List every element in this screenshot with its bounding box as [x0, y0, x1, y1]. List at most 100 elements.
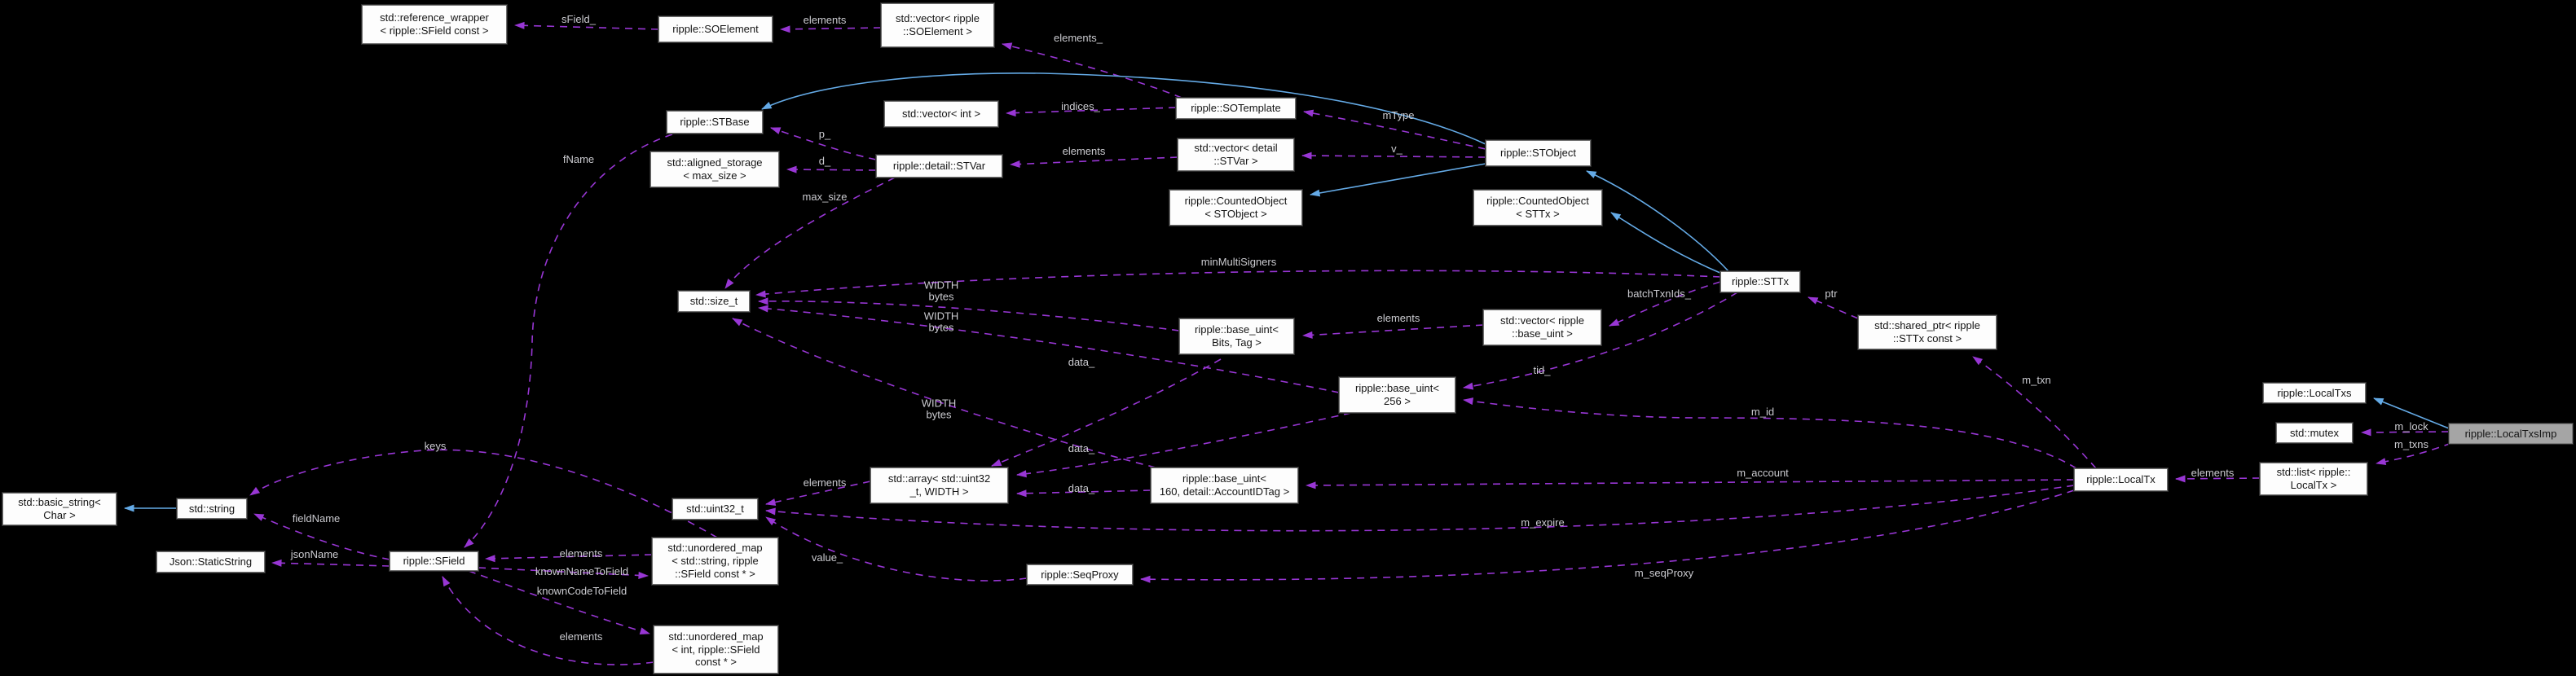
edge-label-ptr: ptr — [1825, 288, 1838, 301]
edge-label-p_: p_ — [818, 128, 831, 141]
edge-m_txn — [1972, 356, 2097, 469]
edge-label-m_expire: m_expire — [1521, 516, 1565, 529]
edge-label-elements-array: elements — [803, 476, 847, 489]
edge-label-widthbytes-2: WIDTH bytes — [923, 309, 959, 333]
edge-elements-vecbu — [1302, 324, 1484, 339]
node-staticstring[interactable]: Json::StaticString — [156, 551, 265, 573]
edge-v_ — [1301, 151, 1486, 160]
edge-label-knowncodetofield: knownCodeToField — [536, 585, 627, 598]
node-sttx[interactable]: ripple::STTx — [1720, 271, 1800, 292]
edge-label-elements-mapint: elements — [559, 630, 603, 643]
edge-data_2 — [1016, 412, 1352, 478]
edge-knownnametofield — [478, 567, 649, 579]
edge-label-knownnametofield: knownNameToField — [535, 565, 629, 578]
edge-label-elements-mapstr: elements — [559, 547, 603, 560]
node-sotemplate[interactable]: ripple::SOTemplate — [1176, 98, 1296, 119]
node-array-uint32[interactable]: std::array< std::uint32 _t, WIDTH > — [870, 467, 1008, 503]
edge-label-batchtxnids_: batchTxnIds_ — [1627, 288, 1692, 301]
edge-ptr — [1808, 296, 1859, 319]
edge-label-elements-vecso: elements — [803, 14, 847, 27]
edge-label-elements-vecstvar: elements — [1062, 145, 1106, 158]
edge-elements-list — [2175, 475, 2261, 483]
edge-label-max_size: max_size — [802, 191, 848, 204]
node-countedobject-sttx[interactable]: ripple::CountedObject < STTx > — [1473, 190, 1602, 226]
edge-label-indices_: indices_ — [1061, 100, 1100, 113]
node-localtxsimp[interactable]: ripple::LocalTxsImp — [2449, 424, 2573, 444]
edge-label-keys: keys — [424, 440, 447, 453]
edge-label-fieldname: fieldName — [292, 512, 341, 525]
edge-d_ — [786, 165, 877, 173]
node-countedobject-stobject[interactable]: ripple::CountedObject < STObject > — [1169, 190, 1302, 226]
edge-label-tid_: tid_ — [1533, 364, 1551, 377]
edge-data_1 — [991, 358, 1222, 467]
edge-p_ — [770, 127, 877, 160]
edge-label-m_txn: m_txn — [2022, 374, 2051, 387]
edge-elements-vecstvar — [1010, 156, 1178, 168]
edge-label-mtype: mType — [1382, 109, 1415, 122]
node-soelement[interactable]: ripple::SOElement — [658, 16, 773, 42]
edge-m_seqproxy — [1140, 489, 2075, 583]
edge-label-widthbytes-1: WIDTH bytes — [923, 279, 959, 302]
node-mutex[interactable]: std::mutex — [2276, 423, 2353, 443]
edge-stobject-stbase — [761, 72, 1486, 145]
edge-label-elements_: elements_ — [1054, 32, 1103, 45]
node-list-localtx[interactable]: std::list< ripple:: LocalTx > — [2260, 463, 2367, 495]
edge-label-fname: fName — [562, 153, 595, 166]
node-localtxs[interactable]: ripple::LocalTxs — [2263, 383, 2366, 403]
node-unordered-map-string[interactable]: std::unordered_map < std::string, ripple… — [652, 538, 778, 585]
edge-batchtxnids_ — [1609, 281, 1721, 327]
node-basic-string[interactable]: std::basic_string< Char > — [2, 493, 117, 525]
node-sfield[interactable]: ripple::SField — [390, 551, 478, 571]
edge-mtype — [1303, 109, 1486, 150]
edge-max_size — [724, 177, 896, 289]
edge-label-jsonname: jsonName — [290, 548, 339, 561]
node-aligned-storage[interactable]: std::aligned_storage < max_size > — [650, 151, 779, 187]
edge-elements-array — [765, 481, 871, 506]
node-base-uint-bits-tag[interactable]: ripple::base_uint< Bits, Tag > — [1179, 318, 1294, 354]
node-vector-stvar[interactable]: std::vector< detail ::STVar > — [1178, 138, 1294, 171]
node-uint32-t[interactable]: std::uint32_t — [672, 498, 758, 520]
edge-label-data_1: data_ — [1068, 356, 1095, 369]
node-string[interactable]: std::string — [177, 498, 247, 519]
edge-widthbytes2 — [758, 305, 1340, 393]
node-localtx[interactable]: ripple::LocalTx — [2074, 468, 2168, 491]
edge-label-m_txns: m_txns — [2394, 438, 2428, 451]
node-base-uint-160[interactable]: ripple::base_uint< 160, detail::AccountI… — [1151, 467, 1298, 503]
edge-label-sfield_: sField_ — [561, 13, 596, 26]
edge-elements-mapstr — [485, 554, 653, 563]
node-stbase[interactable]: ripple::STBase — [667, 111, 763, 134]
edge-label-elements-list: elements — [2191, 467, 2235, 480]
edge-label-d_: d_ — [818, 155, 831, 168]
edge-label-m_account: m_account — [1737, 467, 1789, 480]
node-stobject[interactable]: ripple::STObject — [1486, 140, 1591, 166]
edge-m_id — [1463, 397, 2077, 469]
edge-elements-vecso — [780, 25, 882, 33]
node-base-uint-256[interactable]: ripple::base_uint< 256 > — [1339, 377, 1455, 413]
edge-indices_ — [1006, 107, 1177, 117]
node-shared-ptr-sttx[interactable]: std::shared_ptr< ripple ::STTx const > — [1858, 315, 1997, 349]
node-seqproxy[interactable]: ripple::SeqProxy — [1027, 564, 1133, 585]
node-reference-wrapper[interactable]: std::reference_wrapper < ripple::SField … — [362, 5, 507, 44]
edge-label-elements-vecbu: elements — [1376, 312, 1420, 325]
edge-knowncodetofield — [468, 570, 650, 635]
edge-fieldname — [253, 513, 390, 560]
node-stvar[interactable]: ripple::detail::STVar — [876, 155, 1002, 178]
edge-sfield_ — [514, 21, 659, 30]
edge-localtxsimp-localtxs — [2373, 397, 2450, 429]
edge-label-m_seqproxy: m_seqProxy — [1634, 567, 1694, 580]
node-vector-int[interactable]: std::vector< int > — [884, 101, 998, 127]
edge-widthbytes1 — [758, 297, 1180, 331]
node-vector-soelement[interactable]: std::vector< ripple ::SOElement > — [881, 3, 994, 47]
node-vector-base-uint[interactable]: std::vector< ripple ::base_uint > — [1483, 309, 1601, 345]
edge-label-value_: value_ — [811, 551, 843, 564]
edge-label-minmultisigners: minMultiSigners — [1200, 256, 1277, 269]
node-unordered-map-int[interactable]: std::unordered_map < int, ripple::SField… — [654, 626, 778, 674]
edge-fname — [464, 134, 673, 548]
node-size-t[interactable]: std::size_t — [678, 291, 750, 312]
edge-label-data_3: data_ — [1068, 482, 1095, 495]
edge-label-m_id: m_id — [1750, 406, 1775, 419]
edge-m_account — [1306, 479, 2075, 489]
edge-stobject-countedobject — [1310, 163, 1486, 197]
edge-minmultisigners — [755, 270, 1721, 298]
